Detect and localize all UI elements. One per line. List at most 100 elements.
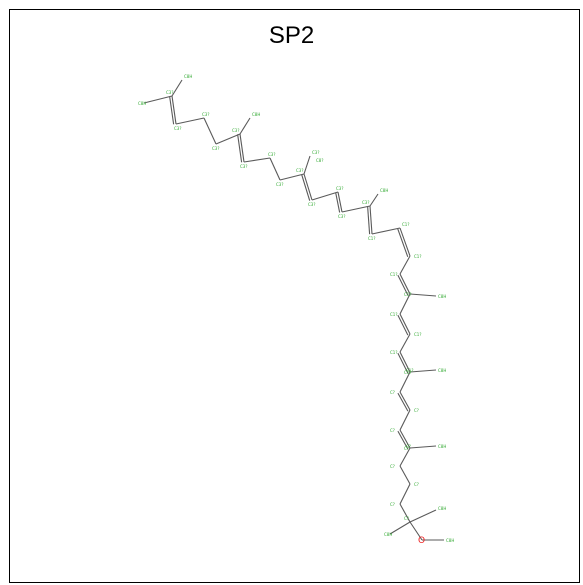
atom-label-a19: C8H [380,188,388,193]
atom-label-a33: C? [414,408,419,413]
bond-a16-a17 [337,191,343,213]
bond-a16-a17 [335,192,341,213]
bond-a35-a37 [409,445,437,449]
atom-label-a10: C3? [268,152,275,157]
bond-a26-a27 [399,313,411,335]
atom-label-a8: C8H [252,112,260,117]
atom-label-a34: C? [390,428,395,433]
bond-a4-a5 [175,117,205,125]
bond-a11-a12 [279,173,305,181]
bond-a6-a7 [215,133,241,145]
atom-label-a14: C8? [316,158,323,163]
bond-a12-a15 [303,173,313,201]
bond-a29-a32 [399,371,411,393]
atom-label-a36: C? [406,444,411,449]
bond-a39-a40 [399,483,411,505]
atom-label-a26: C1? [390,312,397,317]
atom-label-a20: C1? [368,236,375,241]
bond-a27-a28 [399,333,411,353]
atom-label-a9: C3? [240,164,247,169]
oxygen-atom-label: O [418,536,425,546]
atom-label-a24: C1? [404,292,411,297]
bond-a40-a41 [399,503,411,523]
bond-layer [143,79,444,541]
atom-label-a7: C3? [232,128,239,133]
bond-a21-a22 [397,228,409,257]
atom-label-a29: C1? [404,370,411,375]
bond-a18-a20 [367,206,371,235]
atom-label-a16: C3? [336,186,343,191]
bond-a10-a11 [269,157,281,181]
atom-label-a4: C3? [174,126,181,131]
atom-label-a18: C3? [362,200,369,205]
atom-label-a12: C3? [296,168,303,173]
bond-a32-a33 [399,391,411,411]
bond-a18-a19 [369,193,379,207]
bond-a24-a25 [409,293,437,297]
bond-a7-a9 [237,134,243,163]
atom-label-a6: C3? [212,146,219,151]
bond-a23-a24 [397,274,409,296]
bond-a34-a35 [397,430,409,450]
bond-a7-a9 [239,133,245,163]
atom-label-a31: C8H [438,368,446,373]
bond-a7-a8 [239,117,251,135]
atom-label-a25: C8H [438,294,446,299]
atom-label-a44: C8H [446,538,454,543]
bond-a17-a18 [341,205,371,213]
atom-label-a22: C1? [414,254,421,259]
bond-a18-a20 [369,205,373,235]
bond-a28-a29 [397,352,409,374]
bond-a5-a6 [203,117,217,145]
atom-label-a43: C8H [384,532,392,537]
atom-label-a13: C3? [312,150,319,155]
bond-a1-a3 [171,79,183,97]
bond-a41-a42 [409,509,437,523]
atom-label-a39: C? [414,482,419,487]
atom-label-a35: C? [404,446,409,451]
diagram-frame [9,9,580,583]
bond-a12-a15 [301,174,311,201]
atom-label-a3: C3? [166,90,173,95]
bond-a9-a10 [243,157,271,163]
bond-a28-a29 [399,351,411,373]
bond-a26-a27 [397,314,409,336]
atom-label-a28: C1? [390,350,397,355]
atom-label-a30: C1? [406,368,413,373]
atom-label-a27: C1? [414,332,421,337]
bond-a3-a4 [169,96,175,125]
bond-a38-a39 [399,465,411,485]
bond-a12-a13 [303,155,311,175]
atom-label-a11: C3? [276,182,283,187]
diagram-title: SP2 [268,22,315,49]
bond-a29-a31 [409,369,437,373]
bond-a32-a33 [397,392,409,412]
atom-label-a37: C8H [438,444,446,449]
bond-a41-a45 [409,521,423,541]
atom-label-a23: C1? [390,272,397,277]
atom-label-a38: C? [390,464,395,469]
atom-label-a1: C8H [184,74,192,79]
bond-a41-a43 [389,521,411,535]
bond-a2-a3 [143,95,173,104]
bond-a15-a16 [311,191,339,201]
bond-a23-a24 [399,273,411,295]
bond-a3-a4 [171,95,177,125]
atom-label-layer: C8H C8H C3? C3? C3? C3? C3? C8H C3? C3? C3? C3? C3? C… [138,74,454,546]
atom-label-a17: C3? [338,214,345,219]
atom-label-a42: C8H [438,506,446,511]
bond-a22-a23 [399,255,411,275]
bond-a20-a21 [371,227,401,235]
bond-a24-a26 [399,293,411,315]
atom-label-a5: C3? [202,112,209,117]
atom-label-a15: C3? [308,202,315,207]
atom-label-a21: C1? [402,222,409,227]
atom-label-a40: C? [390,502,395,507]
atom-label-a41: C? [404,516,409,521]
bond-a35-a38 [399,447,411,467]
atom-label-a32: C? [390,390,395,395]
bond-a33-a34 [399,409,411,431]
bond-a21-a22 [399,227,411,257]
bond-a34-a35 [399,429,411,449]
